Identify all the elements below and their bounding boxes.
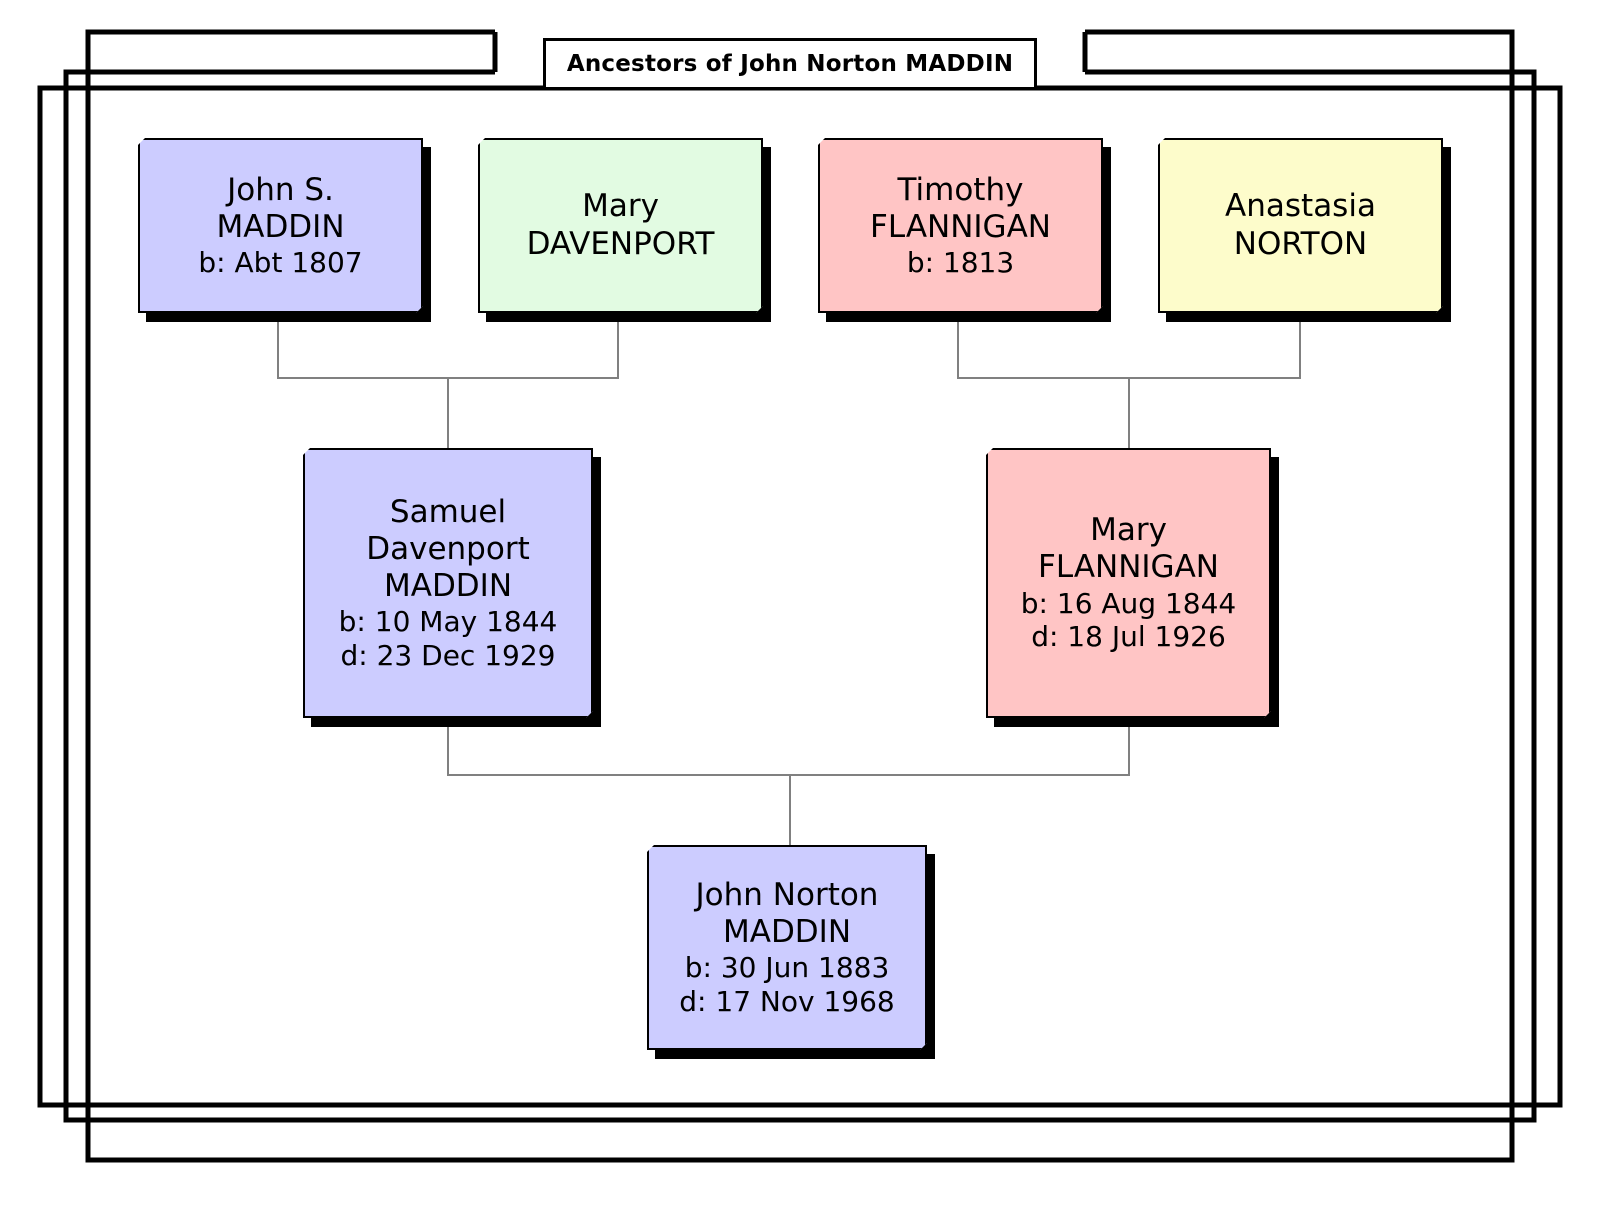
page-title: Ancestors of John Norton MADDIN [566, 51, 1014, 77]
person-surname: NORTON [1233, 225, 1368, 262]
person-birth-date: b: 10 May 1844 [338, 605, 558, 639]
person-card-mary-flannigan[interactable]: Mary FLANNIGAN b: 16 Aug 1844 d: 18 Jul … [986, 448, 1279, 727]
person-given-name: John S. [227, 171, 334, 208]
person-death-date: d: 18 Jul 1926 [1031, 620, 1226, 654]
person-surname: DAVENPORT [526, 225, 715, 262]
person-card-john-s-maddin[interactable]: John S. MADDIN b: Abt 1807 [138, 138, 431, 322]
person-surname: MADDIN [722, 913, 852, 950]
card-body: Mary DAVENPORT [478, 138, 763, 313]
person-given-name: Anastasia [1225, 188, 1376, 225]
person-birth-date: b: 16 Aug 1844 [1020, 586, 1237, 620]
person-surname: MADDIN [216, 208, 345, 245]
person-birth-date: b: 1813 [906, 245, 1015, 279]
person-death-date: d: 23 Dec 1929 [340, 638, 556, 672]
person-middle-name: Davenport [366, 530, 530, 567]
person-card-timothy-flannigan[interactable]: Timothy FLANNIGAN b: 1813 [818, 138, 1111, 322]
person-given-name: Timothy [897, 171, 1024, 208]
person-card-anastasia-norton[interactable]: Anastasia NORTON [1158, 138, 1451, 322]
card-body: John S. MADDIN b: Abt 1807 [138, 138, 423, 313]
person-given-name: John Norton [695, 876, 879, 913]
person-death-date: d: 17 Nov 1968 [679, 984, 895, 1018]
person-birth-date: b: 30 Jun 1883 [684, 951, 890, 985]
person-card-samuel-davenport-maddin[interactable]: Samuel Davenport MADDIN b: 10 May 1844 d… [303, 448, 601, 727]
card-body: Timothy FLANNIGAN b: 1813 [818, 138, 1103, 313]
person-given-name: Samuel [389, 493, 507, 530]
card-body: John Norton MADDIN b: 30 Jun 1883 d: 17 … [647, 845, 927, 1050]
person-surname: FLANNIGAN [870, 208, 1051, 245]
card-body: Samuel Davenport MADDIN b: 10 May 1844 d… [303, 448, 593, 718]
card-body: Mary FLANNIGAN b: 16 Aug 1844 d: 18 Jul … [986, 448, 1271, 718]
person-birth-date: b: Abt 1807 [198, 245, 363, 279]
chart-title-box: Ancestors of John Norton MADDIN [543, 38, 1037, 90]
person-surname: FLANNIGAN [1038, 549, 1219, 586]
person-card-john-norton-maddin[interactable]: John Norton MADDIN b: 30 Jun 1883 d: 17 … [647, 845, 935, 1059]
person-given-name: Mary [582, 188, 659, 225]
person-given-name: Mary [1090, 512, 1167, 549]
person-surname: MADDIN [383, 568, 513, 604]
person-card-mary-davenport[interactable]: Mary DAVENPORT [478, 138, 771, 322]
card-body: Anastasia NORTON [1158, 138, 1443, 313]
